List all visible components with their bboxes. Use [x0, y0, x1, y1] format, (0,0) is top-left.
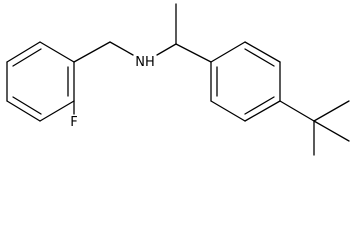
- amine-label: NH: [135, 55, 155, 70]
- bond-ch-ring: [175, 43, 212, 63]
- bond: [244, 100, 281, 122]
- bond: [39, 41, 75, 63]
- bond: [39, 100, 75, 122]
- tert-butyl-group: [279, 100, 350, 156]
- double-bond-inner: [244, 96, 275, 115]
- bond-methyl: [313, 120, 350, 142]
- bond: [6, 41, 41, 63]
- double-bond-inner: [12, 96, 42, 115]
- fluorine-label: F: [70, 115, 77, 130]
- bond-ring-ch2: [73, 41, 111, 63]
- double-bond-inner: [244, 48, 275, 67]
- fluorophenyl-ring: [6, 41, 75, 122]
- bond-n-ch: [156, 43, 177, 56]
- bond: [244, 41, 281, 63]
- molecule-diagram: F NH: [6, 3, 350, 156]
- bond: [210, 100, 246, 122]
- double-bond-inner: [12, 48, 42, 67]
- bond: [6, 100, 41, 122]
- bond-methyl: [313, 100, 350, 122]
- phenyl-ring: [210, 41, 281, 122]
- bond: [210, 41, 246, 63]
- bond-ring-quaternary-c: [279, 100, 315, 122]
- bond-ch2-n: [109, 41, 134, 56]
